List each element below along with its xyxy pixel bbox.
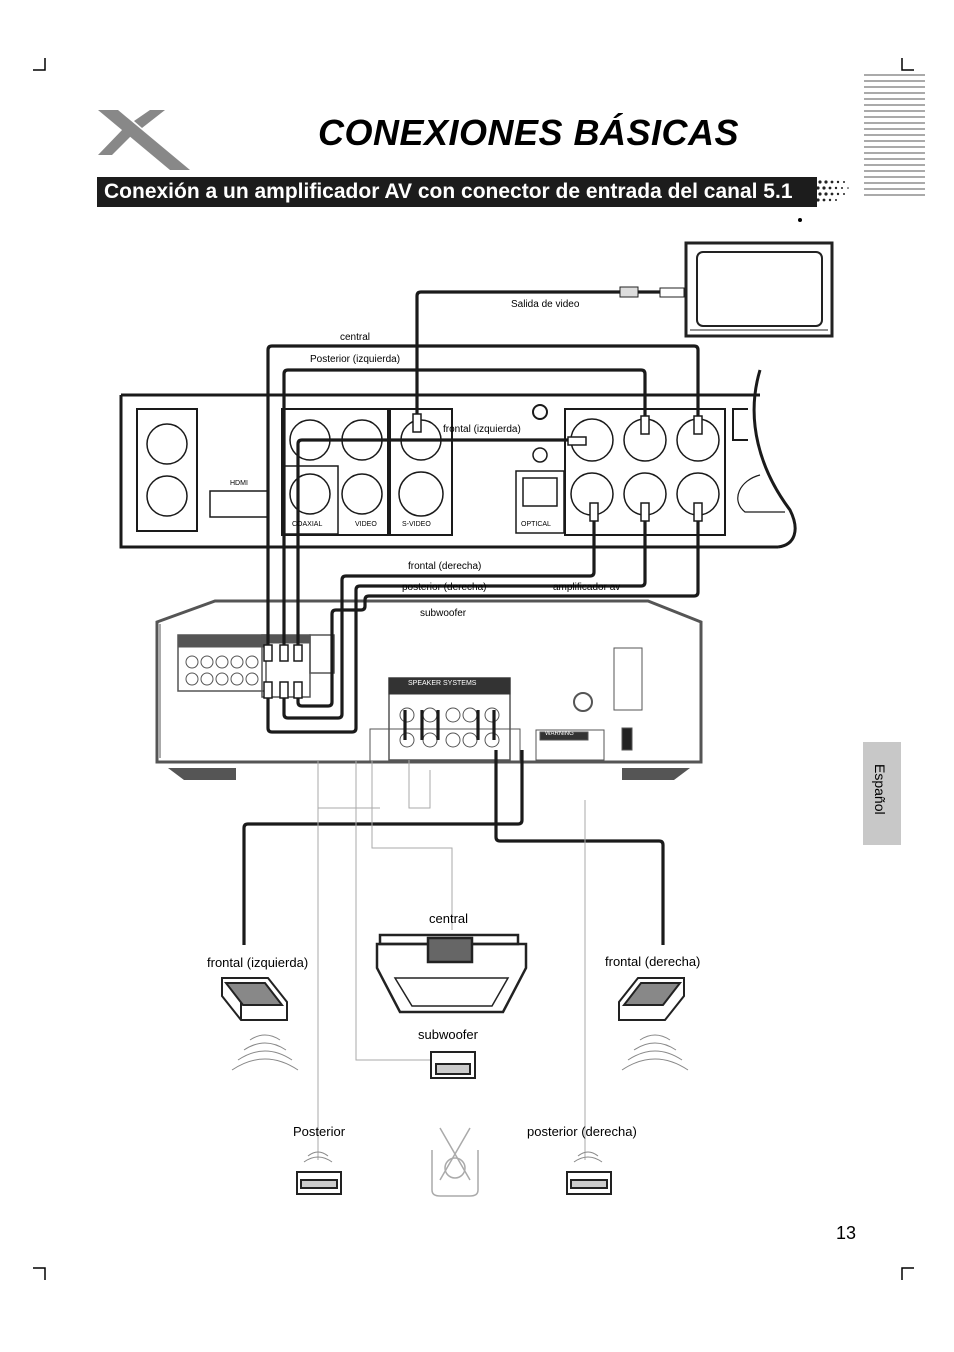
page-title: CONEXIONES BÁSICAS	[318, 112, 740, 153]
av-amplifier	[155, 599, 703, 780]
amp-warning-label: WARNING	[545, 731, 574, 737]
speaker-front-left	[221, 977, 288, 1021]
connection-cables	[242, 290, 700, 945]
speaker-rear-left	[296, 1171, 342, 1195]
port-optical-label: OPTICAL	[521, 521, 551, 528]
port-hdmi-label: HDMI	[230, 480, 248, 487]
listener-chair	[431, 1127, 479, 1197]
speaker-subwoofer	[430, 1051, 476, 1079]
language-tab	[863, 742, 901, 845]
label-video-out: Salida de video	[511, 299, 580, 310]
tv-illustration	[684, 241, 834, 338]
label-subwoofer-cable: subwoofer	[420, 608, 467, 619]
label-av-amplifier: amplificador av	[553, 582, 621, 593]
label-rear-left-cable: Posterior (izquierda)	[310, 354, 401, 365]
speaker-front-right	[618, 977, 685, 1021]
speaker-rear-left-label: Posterior	[293, 1124, 346, 1139]
amp-speakers-label: SPEAKER SYSTEMS	[408, 680, 477, 687]
language-label: Español	[872, 764, 888, 815]
speaker-front-left-label: frontal (izquierda)	[207, 955, 309, 970]
speaker-central	[375, 933, 528, 1014]
label-front-right-cable: frontal (derecha)	[408, 561, 482, 572]
section-banner	[97, 177, 817, 207]
stripe-decoration	[864, 74, 925, 196]
sound-waves	[231, 1034, 689, 1163]
crop-marks	[33, 58, 914, 1280]
speaker-rear-right	[566, 1171, 612, 1195]
label-rear-right-cable: posterior (derecha)	[402, 582, 487, 593]
section-heading: Conexión a un amplificador AV con conect…	[104, 180, 793, 203]
banner-dots	[816, 180, 849, 202]
player-back-panel	[119, 369, 797, 549]
brand-logo	[98, 110, 190, 170]
port-coaxial-label: COAXIAL	[292, 521, 323, 528]
page-number: 13	[836, 1223, 857, 1243]
speaker-central-label: central	[429, 911, 469, 926]
rca-plugs	[263, 413, 703, 699]
label-front-left-cable: frontal (izquierda)	[443, 424, 521, 435]
speaker-rear-right-label: posterior (derecha)	[527, 1124, 637, 1139]
speaker-front-right-label: frontal (derecha)	[605, 954, 701, 969]
thin-wires	[317, 760, 586, 1160]
port-svideo-label: S-VIDEO	[402, 521, 431, 528]
port-video-label: VIDEO	[355, 521, 377, 528]
label-central-cable: central	[340, 332, 371, 343]
speaker-subwoofer-label: subwoofer	[418, 1027, 478, 1042]
